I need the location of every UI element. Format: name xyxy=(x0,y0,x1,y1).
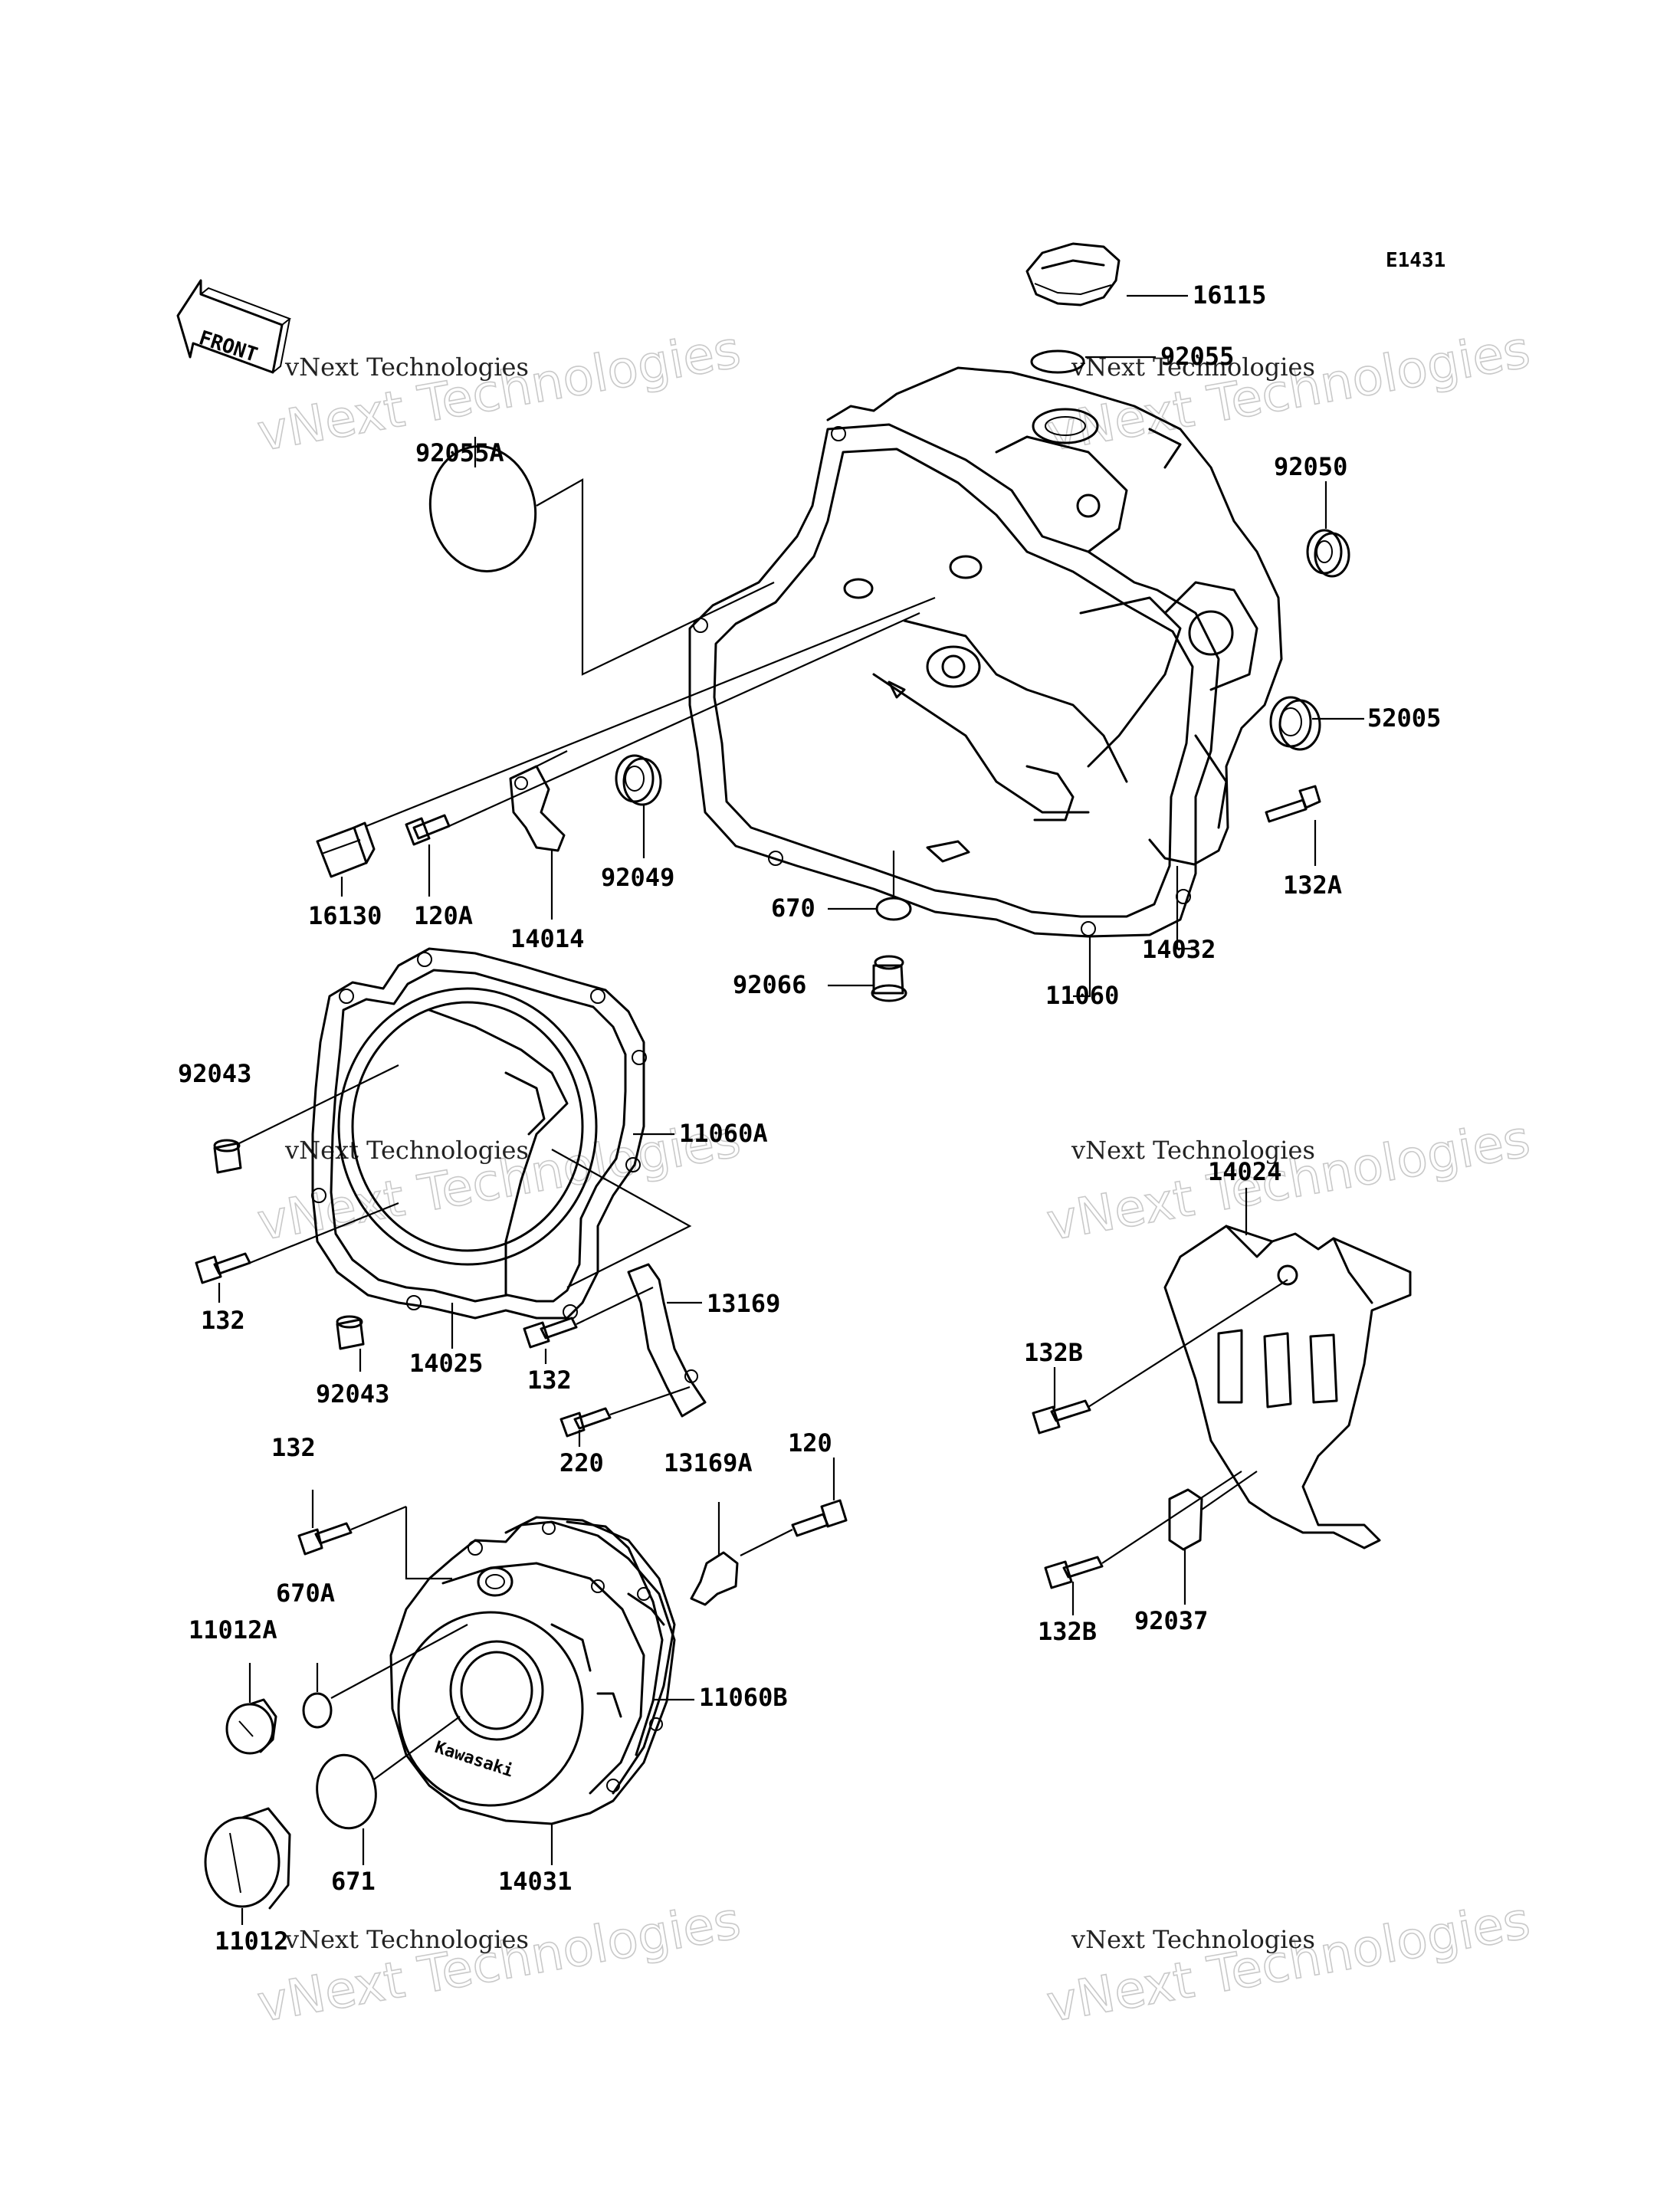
watermark-text: vNext Technologies xyxy=(1071,1925,1315,1954)
part-label: 120 xyxy=(788,1428,832,1458)
part-label: 13169 xyxy=(707,1289,780,1318)
part-label: 14031 xyxy=(498,1867,572,1896)
sprocket-cover-14024 xyxy=(1163,1225,1412,1549)
bolt-120A xyxy=(405,814,451,846)
o-ring-92055A xyxy=(428,445,537,572)
gasket-11060B xyxy=(504,1516,676,1795)
part-label: 11060B xyxy=(699,1683,788,1712)
part-label: 92055A xyxy=(415,438,504,467)
part-label: 14024 xyxy=(1208,1157,1281,1186)
part-label: 14032 xyxy=(1142,935,1216,964)
part-label: 132B xyxy=(1038,1617,1097,1646)
oil-seal-92049 xyxy=(615,754,662,806)
watermark-text: vNext Technologies xyxy=(1071,1136,1315,1165)
part-label: 92037 xyxy=(1134,1606,1208,1635)
part-label: 92066 xyxy=(733,970,806,999)
watermark: vNext Technologies xyxy=(252,1109,745,1253)
part-label: 11012A xyxy=(189,1615,277,1644)
cap-11012 xyxy=(204,1807,291,1910)
watermark: vNext Technologies xyxy=(1042,320,1534,464)
diagram-code: E1431 xyxy=(1386,249,1445,272)
part-label: 16115 xyxy=(1193,280,1266,310)
front-arrow-icon: FRONT xyxy=(176,279,291,374)
cap-11012A xyxy=(225,1698,277,1755)
part-label: 11060A xyxy=(679,1119,768,1148)
part-label: 132 xyxy=(201,1306,245,1335)
part-label: 52005 xyxy=(1367,703,1441,733)
part-label: 92043 xyxy=(316,1379,389,1408)
o-ring-670 xyxy=(875,897,912,921)
part-label: 14025 xyxy=(409,1349,483,1378)
part-label: 670A xyxy=(276,1579,335,1608)
bolt-120 xyxy=(791,1499,848,1537)
front-arrow-text: FRONT xyxy=(196,326,261,367)
part-label: 13169A xyxy=(664,1448,753,1477)
oil-seal-92050 xyxy=(1306,529,1350,578)
clamp-92037 xyxy=(1168,1488,1203,1551)
plate-14014 xyxy=(509,765,566,852)
cover-14031: Kawasaki xyxy=(389,1520,676,1825)
part-label: 220 xyxy=(559,1448,604,1477)
watermark-outline-text: vNext Technologies xyxy=(1042,1109,1534,1252)
dowel-92043-bottom xyxy=(336,1315,365,1350)
watermark-text: vNext Technologies xyxy=(284,1136,529,1165)
leader-lines xyxy=(218,294,1364,1925)
watermark: vNext Technologies xyxy=(1042,1890,1534,2035)
watermark: vNext Technologies xyxy=(1042,1109,1534,1253)
kawasaki-logo-text: Kawasaki xyxy=(432,1738,516,1782)
part-label: 92055 xyxy=(1160,342,1234,371)
watermark-text: vNext Technologies xyxy=(284,1925,529,1954)
part-label: 671 xyxy=(331,1867,376,1896)
watermark-text: vNext Technologies xyxy=(284,353,529,382)
part-label: 14014 xyxy=(510,924,584,953)
part-label: 132 xyxy=(527,1366,572,1395)
crankcase-cover-14032 xyxy=(826,366,1283,866)
gasket-11060 xyxy=(688,423,1220,938)
watermark-outline-text: vNext Technologies xyxy=(253,1109,744,1252)
part-label: 120A xyxy=(414,901,473,930)
o-ring-670A xyxy=(302,1692,333,1729)
o-ring-92055 xyxy=(1030,349,1085,374)
part-label: 11012 xyxy=(215,1926,288,1956)
watermark-outline-text: vNext Technologies xyxy=(1042,1890,1534,2034)
part-label: 132 xyxy=(271,1433,316,1462)
bolt-132-bottom xyxy=(297,1522,353,1556)
part-label: 132A xyxy=(1283,871,1342,900)
part-label: 670 xyxy=(771,894,815,923)
bolt-132A xyxy=(1265,785,1321,823)
oil-filler-cap-16115 xyxy=(1025,242,1121,307)
watermark-outline-text: vNext Technologies xyxy=(253,1890,744,2034)
part-label: 92050 xyxy=(1274,452,1347,481)
oil-seal-52005 xyxy=(1269,696,1321,751)
part-label: 11060 xyxy=(1045,981,1119,1010)
part-label: 132B xyxy=(1024,1338,1083,1367)
part-label: 92049 xyxy=(601,863,674,892)
part-label: 16130 xyxy=(308,901,382,930)
dowel-92043-top xyxy=(213,1139,242,1174)
bolt-132-middle xyxy=(523,1317,578,1349)
bolt-132-left xyxy=(195,1252,251,1284)
part-labels: 16115 92055 92055A 92050 52005 132A 1613… xyxy=(178,280,1441,1956)
guide-13169 xyxy=(627,1263,707,1418)
gasket-11060A xyxy=(311,947,647,1320)
bolt-132B-bottom xyxy=(1044,1556,1104,1589)
part-label: 92043 xyxy=(178,1059,251,1088)
bolt-220 xyxy=(559,1407,612,1438)
watermark-outline-text: vNext Technologies xyxy=(1042,320,1534,463)
o-ring-671 xyxy=(316,1753,377,1830)
bolt-132B-top xyxy=(1032,1399,1091,1435)
part-16130 xyxy=(316,821,376,878)
watermark: vNext Technologies xyxy=(252,1890,745,2035)
plug-92066 xyxy=(871,955,907,1002)
guide-13169A xyxy=(690,1551,739,1606)
